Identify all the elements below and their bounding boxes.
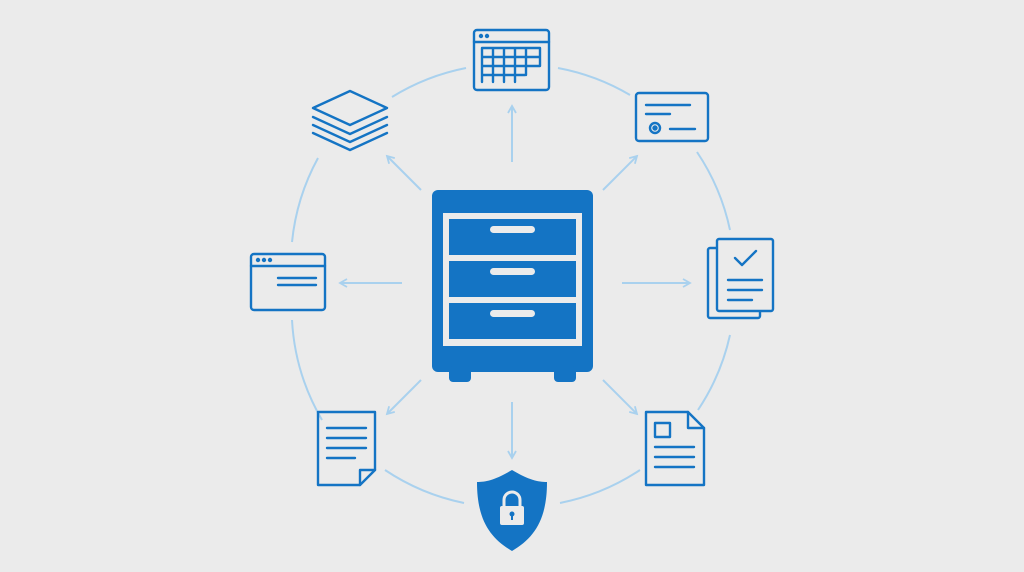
browser-window-icon [249, 252, 327, 312]
approved-documents-icon [706, 237, 775, 320]
settings-card-icon [634, 91, 710, 143]
arrow-down-right [602, 379, 639, 416]
spreadsheet-window-icon [472, 28, 551, 92]
arrow-up-right [602, 154, 639, 191]
arrows [338, 104, 692, 460]
arrow-up-left [385, 154, 422, 191]
filing-cabinet-icon [432, 190, 593, 382]
text-document-icon [316, 410, 377, 487]
stacked-layers-icon [311, 89, 389, 152]
security-shield-lock-icon [477, 470, 547, 551]
arrow-down-left [385, 379, 422, 416]
document-with-image-icon [644, 410, 706, 487]
